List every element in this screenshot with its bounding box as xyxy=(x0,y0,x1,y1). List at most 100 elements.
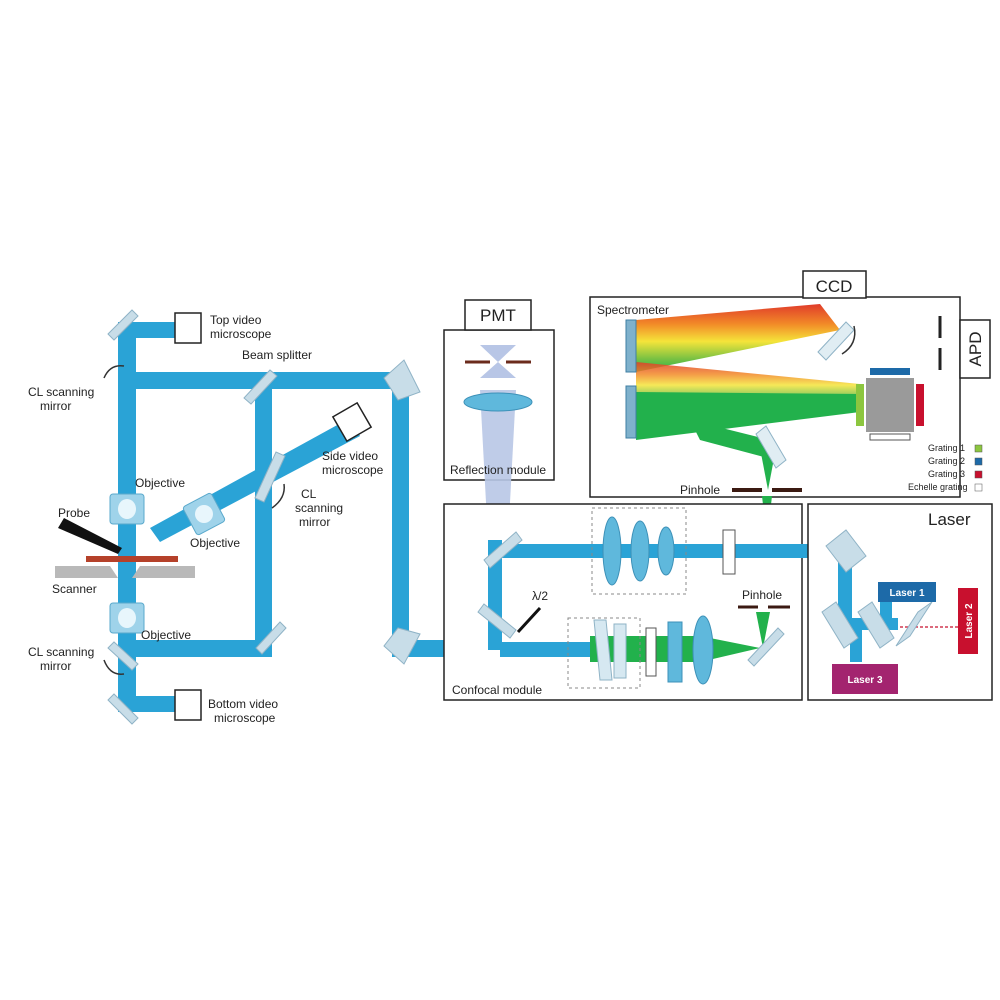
cl-mirror-bottom-label-2: mirror xyxy=(40,659,71,673)
probe-icon xyxy=(58,518,122,554)
confocal-module: Confocal module λ/2 Pinhole xyxy=(443,503,860,701)
legend-label-grating-2: Grating 2 xyxy=(928,456,965,466)
objective-bottom-label: Objective xyxy=(141,628,191,642)
bottom-cl-scan-arc xyxy=(103,659,125,675)
bottom-video-beam xyxy=(118,696,178,712)
ccd-label: CCD xyxy=(816,277,853,296)
side-video-microscope-box xyxy=(331,401,373,443)
grating-2-icon xyxy=(870,368,910,375)
upper-concave-mirror xyxy=(625,319,637,373)
cl-mirror-top-label-1: CL scanning xyxy=(28,385,94,399)
laser-2-label: Laser 2 xyxy=(964,603,975,638)
laser-3-label: Laser 3 xyxy=(847,675,882,686)
laser-1-box xyxy=(878,582,936,602)
reflection-module: PMT Reflection module xyxy=(443,299,555,540)
pinhole-top-label: Pinhole xyxy=(680,483,720,497)
top-video-mirror xyxy=(107,309,139,341)
top-right-mirror xyxy=(383,359,421,401)
scanner-right-block xyxy=(132,566,195,578)
lambda-half-plate xyxy=(516,606,542,634)
lower-lens-1-icon xyxy=(667,621,683,683)
grating-3-icon xyxy=(916,384,924,426)
bottom-video-label-2: microscope xyxy=(214,711,276,725)
bottom-video-mirror xyxy=(107,693,139,725)
bottom-objective-lens-icon xyxy=(118,608,136,628)
right-vertical-beam xyxy=(392,372,409,657)
splitter-vertical-beam xyxy=(255,372,272,657)
cl-mirror-bottom-label-1: CL scanning xyxy=(28,645,94,659)
ccd-mirror-arc xyxy=(841,325,856,355)
sample-layer xyxy=(86,556,178,562)
confocal-lower-mirror xyxy=(477,603,517,639)
ccd-box xyxy=(802,270,867,299)
reflection-beam xyxy=(480,390,516,540)
confocal-pinhole-cone xyxy=(756,612,770,648)
cl-mirror-side-label-3: mirror xyxy=(299,515,330,529)
side-video-label-1: Side video xyxy=(322,449,378,463)
dichroic-filter-1 xyxy=(593,619,613,681)
legend-label-grating-1: Grating 1 xyxy=(928,443,965,453)
bottom-focus-cone xyxy=(120,562,134,590)
legend-label-echelle: Echelle grating xyxy=(908,482,968,492)
confocal-upper-mirror xyxy=(483,531,523,569)
cl-mirror-side-label-1: CL xyxy=(301,487,317,501)
top-objective-lens-icon xyxy=(118,499,136,519)
bottom-return-beam xyxy=(118,640,272,657)
objective-side-label: Objective xyxy=(190,536,240,550)
lower-lens-2-icon xyxy=(692,615,714,685)
legend-label-grating-3: Grating 3 xyxy=(928,469,965,479)
reflection-module-label: Reflection module xyxy=(450,463,546,477)
confocal-module-label: Confocal module xyxy=(452,683,542,697)
pinhole-fold-mirror xyxy=(755,425,787,469)
laser-module: Laser Laser 1 Laser 2 Laser 3 xyxy=(807,503,993,701)
spectrometer-section: CCD APD Spectrometer Grating 1 Grating 2 xyxy=(589,270,991,498)
apd-box xyxy=(959,319,991,379)
bottom-right-mirror xyxy=(383,627,421,665)
objective-top-label: Objective xyxy=(135,476,185,490)
laser-1-label: Laser 1 xyxy=(889,588,924,599)
top-video-beam xyxy=(118,322,178,338)
top-video-label-2: microscope xyxy=(210,327,272,341)
upper-lens-3-icon xyxy=(657,526,675,576)
legend-swatch-echelle xyxy=(974,483,983,492)
grating-1-icon xyxy=(856,384,864,426)
legend-swatch-grating-1 xyxy=(974,444,983,453)
confocal-lower-beam xyxy=(500,642,592,657)
lower-concave-mirror xyxy=(625,385,637,439)
laser-box-label: Laser xyxy=(928,510,971,529)
lower-filter xyxy=(645,627,657,677)
lower-optics-group-box xyxy=(567,617,641,689)
reflection-lens-icon xyxy=(463,392,533,412)
laser-2-box xyxy=(958,588,978,654)
lambda-half-label: λ/2 xyxy=(532,589,548,603)
laser-1-beam xyxy=(880,596,892,622)
spectrometer-label: Spectrometer xyxy=(597,303,669,317)
cl-mirror-side-label-2: scanning xyxy=(295,501,343,515)
upper-spectrum-beam xyxy=(636,304,840,372)
top-video-microscope-box xyxy=(174,312,202,344)
pinhole-confocal-label: Pinhole xyxy=(742,588,782,602)
echelle-grating-icon xyxy=(869,433,911,441)
apd-label: APD xyxy=(966,332,985,367)
bottom-return-mirror xyxy=(255,621,287,655)
scanner-label: Scanner xyxy=(52,582,97,596)
legend-swatch-grating-3 xyxy=(974,470,983,479)
lower-green-beam xyxy=(636,392,860,440)
side-video-label-2: microscope xyxy=(322,463,384,477)
upper-lens-1-icon xyxy=(602,516,622,586)
side-cl-scan-arc xyxy=(271,483,285,509)
legend-swatch-grating-2 xyxy=(974,457,983,466)
laser-3-box xyxy=(832,664,898,694)
pmt-label: PMT xyxy=(480,306,516,325)
reflection-focus-bottom xyxy=(480,362,516,378)
beam-splitter xyxy=(243,369,278,405)
reflection-focus-top xyxy=(480,345,516,362)
pmt-box xyxy=(464,299,532,331)
confocal-upper-beam xyxy=(500,544,860,558)
